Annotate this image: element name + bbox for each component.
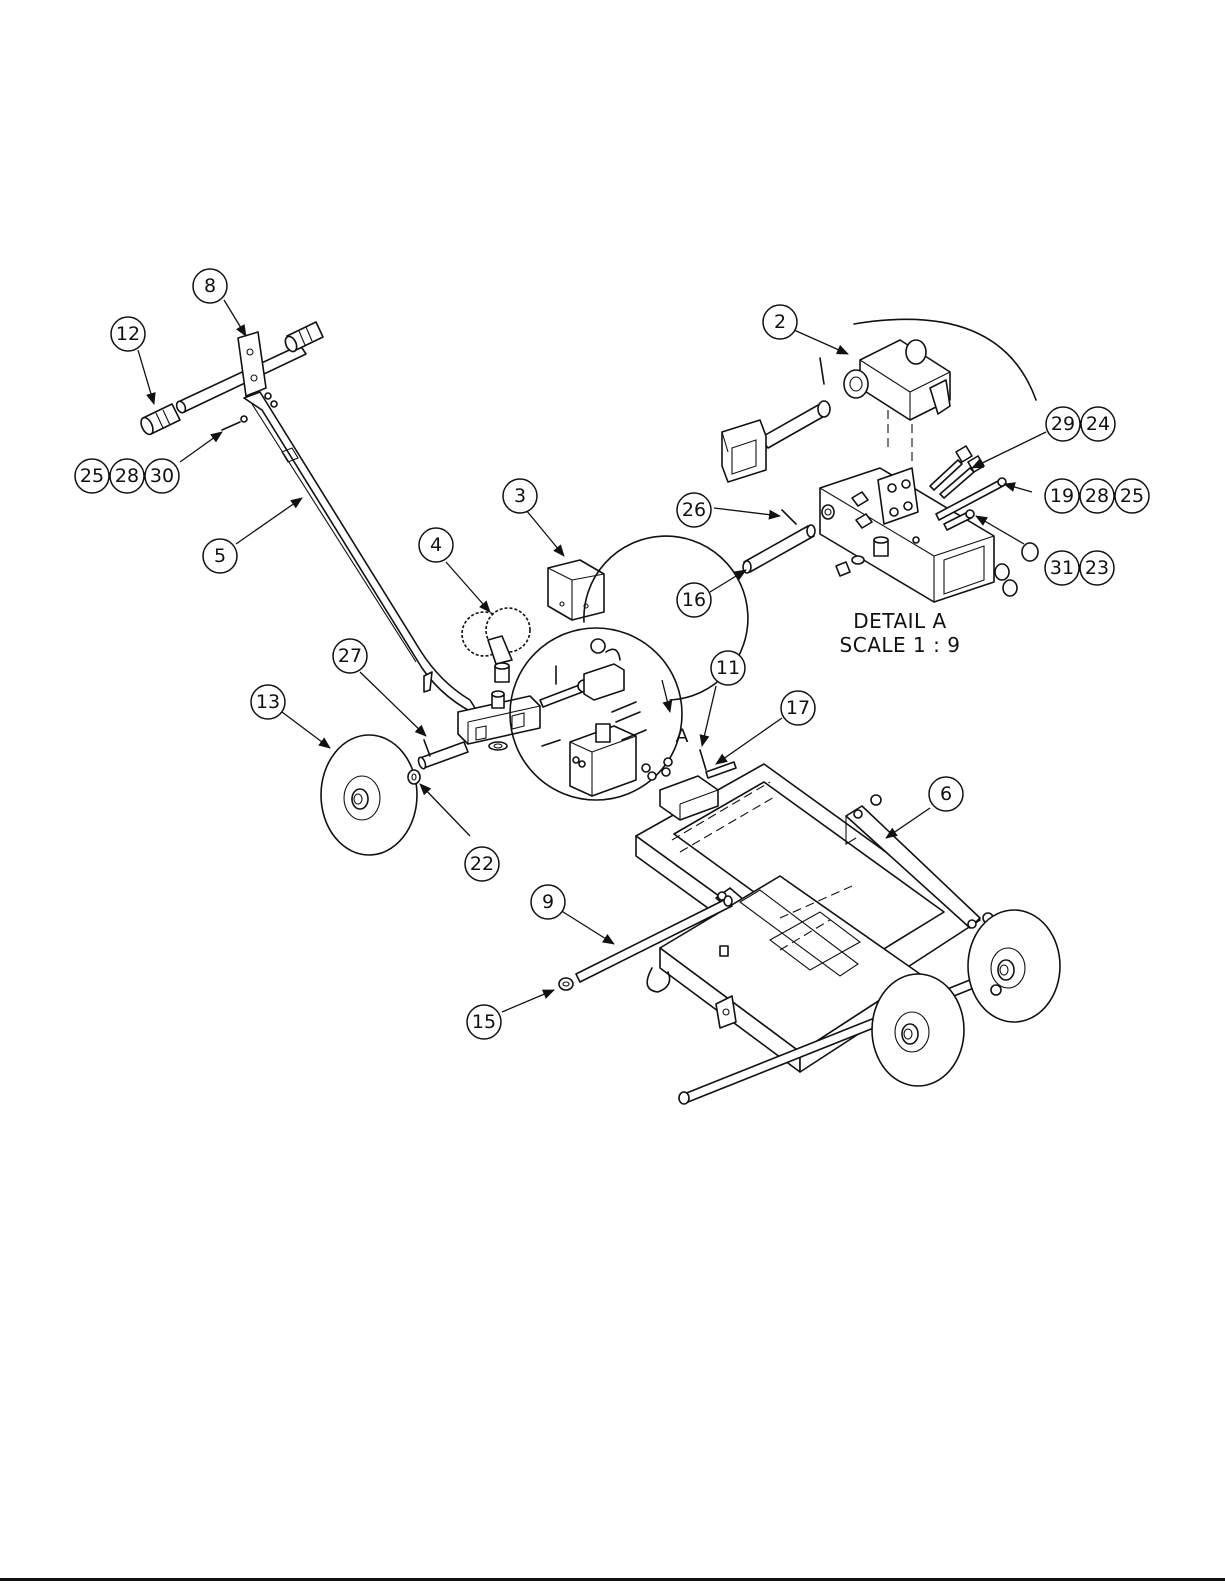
- svg-text:25: 25: [80, 465, 104, 487]
- svg-text:12: 12: [116, 323, 140, 345]
- callout-25-handle: 25: [75, 459, 109, 493]
- detail-marker: A: [676, 725, 689, 747]
- callout-30: 30: [145, 459, 179, 493]
- page-bottom-rule: [0, 1578, 1225, 1581]
- detail-title: DETAIL A: [853, 609, 946, 633]
- svg-text:9: 9: [542, 891, 554, 913]
- svg-text:4: 4: [430, 534, 442, 556]
- callout-29: 29: [1046, 407, 1080, 441]
- svg-text:15: 15: [472, 1011, 496, 1033]
- callout-31: 31: [1045, 551, 1079, 585]
- svg-text:3: 3: [514, 485, 526, 507]
- svg-text:5: 5: [214, 545, 226, 567]
- svg-text:16: 16: [682, 589, 706, 611]
- callout-6: 6: [929, 777, 963, 811]
- wheel-front-right: [968, 910, 1060, 1022]
- sprocket-part-4: [462, 608, 530, 682]
- svg-text:22: 22: [470, 853, 494, 875]
- callout-24: 24: [1081, 407, 1115, 441]
- svg-text:26: 26: [682, 499, 706, 521]
- callout-17: 17: [781, 691, 815, 725]
- svg-text:17: 17: [786, 697, 810, 719]
- callout-8: 8: [193, 269, 227, 303]
- wheel-left-part-13: [321, 735, 420, 855]
- svg-text:29: 29: [1051, 413, 1075, 435]
- svg-text:25: 25: [1120, 485, 1144, 507]
- callout-28-handle: 28: [110, 459, 144, 493]
- chain-cover-part-3: [548, 560, 604, 620]
- callout-16: 16: [677, 583, 711, 617]
- svg-text:13: 13: [256, 691, 280, 713]
- callout-26: 26: [677, 493, 711, 527]
- grip-left: [139, 404, 180, 436]
- svg-text:6: 6: [940, 783, 952, 805]
- callout-15: 15: [467, 1005, 501, 1039]
- callout-5: 5: [203, 539, 237, 573]
- svg-text:27: 27: [338, 645, 362, 667]
- svg-text:19: 19: [1050, 485, 1074, 507]
- callout-22: 22: [465, 847, 499, 881]
- callout-9: 9: [531, 885, 565, 919]
- handle-assembly: [139, 322, 480, 716]
- callout-13: 13: [251, 685, 285, 719]
- callout-3: 3: [503, 479, 537, 513]
- svg-text:2: 2: [774, 311, 786, 333]
- svg-text:11: 11: [716, 657, 740, 679]
- svg-text:8: 8: [204, 275, 216, 297]
- callout-12: 12: [111, 317, 145, 351]
- callout-28-detail: 28: [1080, 479, 1114, 513]
- detail-scale: SCALE 1 : 9: [840, 633, 961, 657]
- wheel-front-left: [872, 974, 964, 1086]
- callout-27: 27: [333, 639, 367, 673]
- svg-text:24: 24: [1086, 413, 1110, 435]
- svg-text:28: 28: [115, 465, 139, 487]
- svg-text:23: 23: [1085, 557, 1109, 579]
- svg-text:28: 28: [1085, 485, 1109, 507]
- callout-19: 19: [1045, 479, 1079, 513]
- svg-text:30: 30: [150, 465, 174, 487]
- callout-2: 2: [763, 305, 797, 339]
- detail-a-view: DETAIL A SCALE 1 : 9: [722, 319, 1038, 657]
- callout-4: 4: [419, 528, 453, 562]
- svg-text:31: 31: [1050, 557, 1074, 579]
- callout-11: 11: [711, 651, 745, 685]
- callout-25-detail: 25: [1115, 479, 1149, 513]
- callout-23: 23: [1080, 551, 1114, 585]
